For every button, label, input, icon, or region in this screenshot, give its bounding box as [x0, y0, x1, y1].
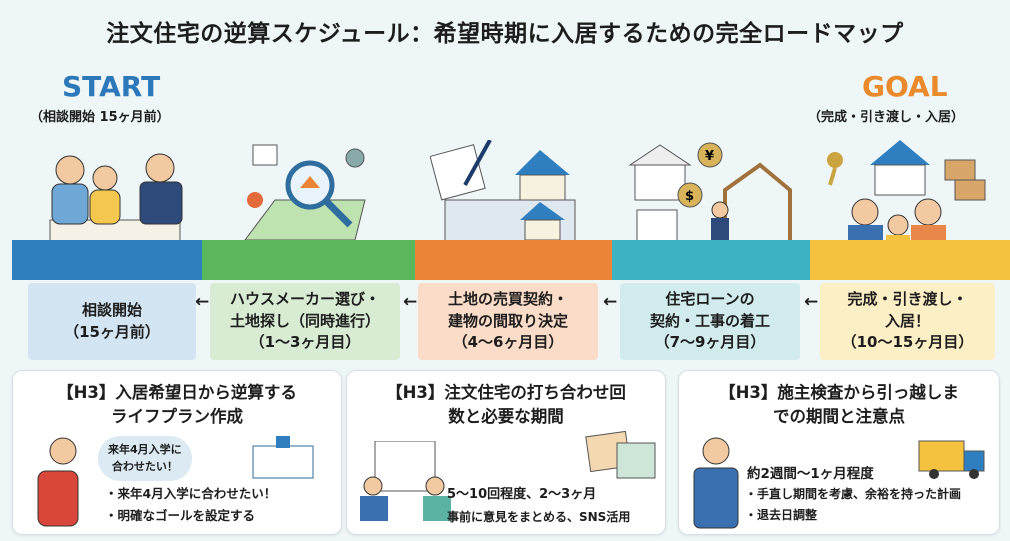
- student-backpack-illustration: [37, 437, 79, 527]
- arrow-left-icon: ←: [804, 292, 819, 312]
- goal-sublabel: （完成・引き渡し・入居）: [808, 110, 965, 125]
- moving-truck-icon: [918, 440, 985, 479]
- step-period: （7〜9ヶ月目）: [654, 333, 766, 352]
- card-title-line2: での期間と注意点: [773, 406, 905, 426]
- step-title-line2: 契約・工事の着工: [649, 311, 770, 330]
- school-building-icon: [252, 436, 314, 479]
- step-completion-move-in: 完成・引き渡し・ 入居！ （10〜15ヶ月目）: [820, 283, 995, 360]
- step-land-contract-floorplan: 土地の売買契約・ 建物の間取り決定 （4〜6ヶ月目）: [418, 283, 598, 360]
- card-inspection-move: 【H3】施主検査から引っ越しまでの期間と注意点 約2週間〜1ヶ月程度 ・手直し期…: [678, 370, 1000, 535]
- card-life-plan: 【H3】入居希望日から逆算するライフプラン作成 来年4月入学に合わせたい！ ・来…: [12, 370, 342, 535]
- start-label: START: [62, 70, 161, 103]
- floorplan-icon: [585, 431, 656, 479]
- step-title: 土地の売買契約・: [447, 289, 568, 308]
- consultation-illustration: [49, 153, 183, 246]
- search-house-map-illustration: [244, 144, 366, 241]
- card-title: 【H3】入居希望日から逆算する: [57, 383, 297, 402]
- arrow-left-icon: ←: [603, 292, 618, 312]
- step-title-line2: 入居！: [884, 311, 930, 330]
- arrow-left-icon: ←: [195, 292, 210, 312]
- card-title-line2: 数と必要な期間: [448, 406, 564, 426]
- timeline-band-green: [202, 240, 415, 280]
- step-title: ハウスメーカー選び・: [229, 289, 380, 308]
- timeline-band-blue: [12, 240, 202, 280]
- page-title: 注文住宅の逆算スケジュール：希望時期に入居するための完全ロードマップ: [106, 21, 904, 47]
- start-sublabel: （相談開始 15ヶ月前）: [30, 110, 170, 125]
- timeline-band-orange: [415, 240, 612, 280]
- yen-icon: ¥: [705, 149, 714, 164]
- step-title-line2: 土地探し（同時進行）: [229, 311, 380, 330]
- card-title: 【H3】注文住宅の打ち合わせ回: [386, 383, 626, 402]
- speech-bubble: 来年4月入学に合わせたい！: [98, 436, 192, 481]
- contract-floorplan-illustration: [430, 140, 576, 246]
- step-period: （1〜3ヶ月目）: [249, 333, 361, 352]
- step-period: （4〜6ヶ月目）: [452, 333, 564, 352]
- step-title: 相談開始: [81, 300, 142, 319]
- step-title: 住宅ローンの: [665, 289, 755, 308]
- bullet-list: ・手直し期間を考慮、余裕を持った計画・退去日調整: [745, 487, 962, 522]
- bullet-list: ・来年4月入学に合わせたい！・明確なゴールを設定する: [105, 486, 277, 523]
- card-meetings: 【H3】注文住宅の打ち合わせ回数と必要な期間 5〜10回程度、2〜3ヶ月事前に意…: [346, 370, 666, 535]
- step-consultation: 相談開始 （15ヶ月前）: [28, 283, 196, 360]
- step-period: （15ヶ月前）: [64, 322, 160, 341]
- meeting-details: 5〜10回程度、2〜3ヶ月事前に意見をまとめる、SNS活用: [447, 487, 631, 524]
- inspector-illustration: [693, 437, 739, 529]
- inspection-period: 約2週間〜1ヶ月程度: [747, 466, 874, 482]
- timeline-band-teal: [612, 240, 810, 280]
- family-new-home-illustration: [827, 140, 986, 250]
- step-title-line2: 建物の間取り決定: [447, 311, 568, 330]
- timeline-band-yellow: [810, 240, 1010, 280]
- meeting-illustration: [360, 441, 451, 521]
- step-title: 完成・引き渡し・: [847, 289, 968, 308]
- step-loan-construction: 住宅ローンの 契約・工事の着工 （7〜9ヶ月目）: [620, 283, 800, 360]
- card-title: 【H3】施主検査から引っ越しま: [719, 383, 959, 402]
- step-house-maker-land: ハウスメーカー選び・ 土地探し（同時進行） （1〜3ヶ月目）: [210, 283, 400, 360]
- goal-label: GOAL: [862, 70, 948, 103]
- loan-construction-illustration: ¥ $: [628, 142, 792, 247]
- dollar-icon: $: [685, 189, 694, 204]
- step-period: （10〜15ヶ月目）: [841, 333, 974, 352]
- arrow-left-icon: ←: [403, 292, 418, 312]
- card-title-line2: ライフプラン作成: [111, 406, 243, 426]
